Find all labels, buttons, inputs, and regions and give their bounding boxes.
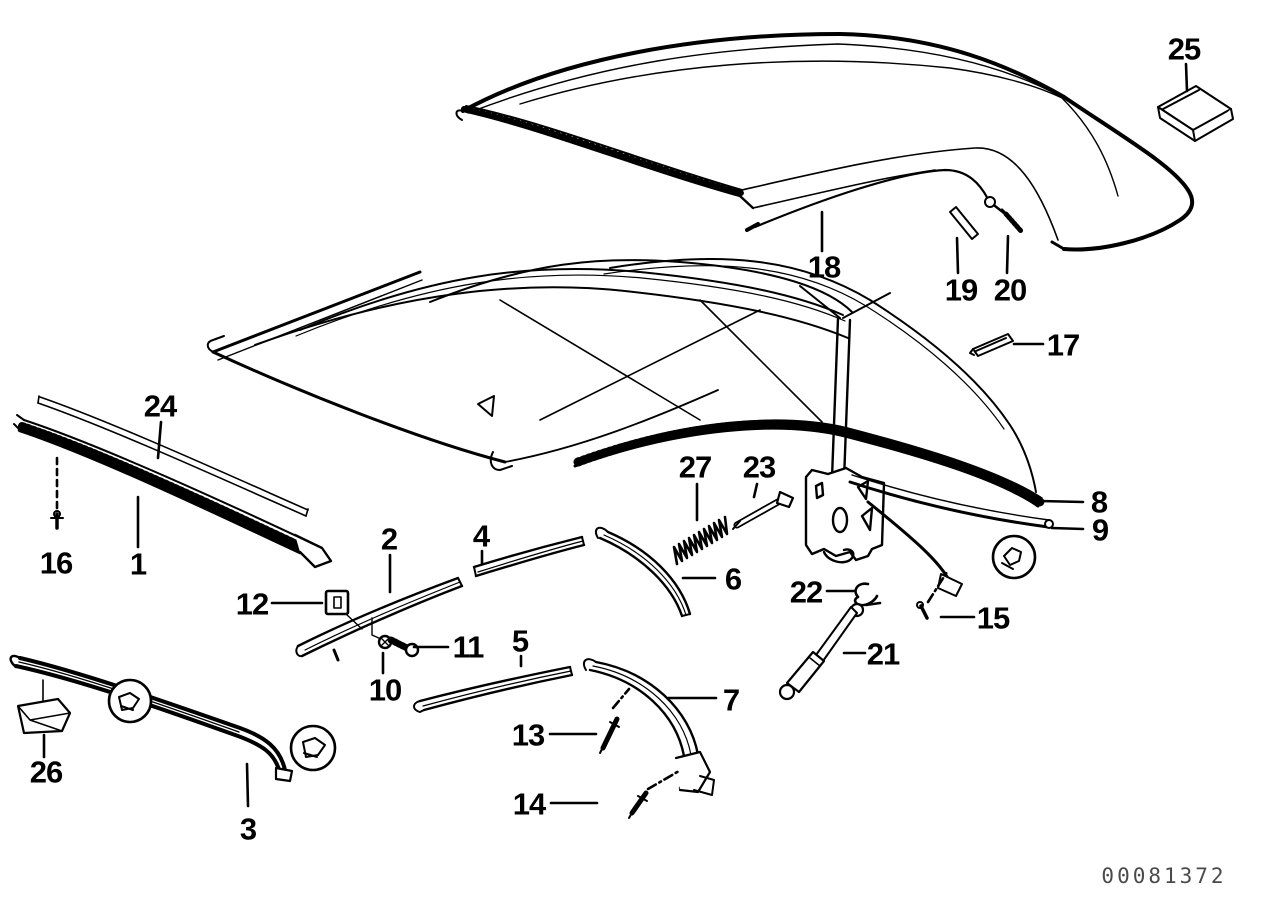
folding-frame <box>208 259 1053 596</box>
cover-strip <box>38 396 308 516</box>
front-bow-seal-rail <box>14 415 331 567</box>
part-callout-8[interactable]: 8 <box>1090 484 1108 520</box>
part-callout-9[interactable]: 9 <box>1091 512 1109 548</box>
wedge-pad <box>18 680 70 733</box>
screw <box>917 602 927 618</box>
leader-line <box>648 771 679 789</box>
leader-line <box>1007 236 1008 273</box>
part-callout-25[interactable]: 25 <box>1167 31 1201 67</box>
rivet <box>629 793 647 818</box>
c-pillar-rail <box>584 659 714 795</box>
part-callout-24[interactable]: 24 <box>143 388 177 424</box>
part-callout-22[interactable]: 22 <box>789 574 823 610</box>
part-callout-17[interactable]: 17 <box>1046 327 1080 363</box>
drawing-number: 00081372 <box>1101 864 1227 888</box>
pivot-bracket <box>806 468 884 562</box>
part-callout-6[interactable]: 6 <box>724 561 742 597</box>
part-callout-3[interactable]: 3 <box>239 811 257 847</box>
rub-pad <box>1158 86 1233 141</box>
leader-line <box>247 764 248 806</box>
leader-line <box>613 689 629 708</box>
part-callout-18[interactable]: 18 <box>807 249 841 285</box>
soft-top-cover <box>456 34 1192 249</box>
leader-line <box>1186 64 1187 91</box>
screw <box>1002 210 1021 231</box>
gas-strut <box>780 604 863 699</box>
detail-circle-clip <box>993 536 1035 578</box>
leader-line <box>1040 501 1083 502</box>
part-callout-1[interactable]: 1 <box>129 546 147 582</box>
part-callout-2[interactable]: 2 <box>380 521 398 557</box>
wedge-strip <box>970 334 1013 356</box>
tension-cable <box>747 170 1004 230</box>
centre-side-rail <box>474 537 584 576</box>
part-callout-20[interactable]: 20 <box>993 272 1027 308</box>
part-callout-15[interactable]: 15 <box>976 600 1010 636</box>
leader-line <box>928 572 947 602</box>
part-callout-12[interactable]: 12 <box>235 586 269 622</box>
leader-line <box>754 484 757 497</box>
screw <box>51 511 63 528</box>
part-callout-4[interactable]: 4 <box>472 518 490 554</box>
rear-bow-rail <box>11 656 335 781</box>
leader-line <box>158 422 161 458</box>
rivet <box>600 719 619 753</box>
pin <box>950 207 978 239</box>
part-callout-26[interactable]: 26 <box>29 754 63 790</box>
part-callout-5[interactable]: 5 <box>511 623 529 659</box>
part-callout-7[interactable]: 7 <box>722 682 740 718</box>
part-callout-16[interactable]: 16 <box>39 545 73 581</box>
retaining-clip <box>855 584 880 605</box>
part-callout-23[interactable]: 23 <box>742 449 776 485</box>
part-callout-10[interactable]: 10 <box>368 672 402 708</box>
corner-seal-rail <box>596 528 690 616</box>
front-side-rail <box>296 578 462 660</box>
coil-spring <box>674 517 727 564</box>
part-callout-27[interactable]: 27 <box>678 449 712 485</box>
part-callout-11[interactable]: 11 <box>452 629 485 665</box>
part-callout-14[interactable]: 14 <box>512 786 546 822</box>
retainer-clip <box>326 591 362 629</box>
detail-circle-hinge <box>291 726 335 770</box>
part-callout-13[interactable]: 13 <box>511 717 545 753</box>
bolt <box>733 492 793 529</box>
leader-line <box>957 238 958 273</box>
rear-side-rail <box>414 667 572 712</box>
detail-circle-latch <box>109 680 151 722</box>
leader-line <box>1052 528 1083 529</box>
part-callout-19[interactable]: 19 <box>944 272 978 308</box>
part-callout-21[interactable]: 21 <box>866 636 900 672</box>
